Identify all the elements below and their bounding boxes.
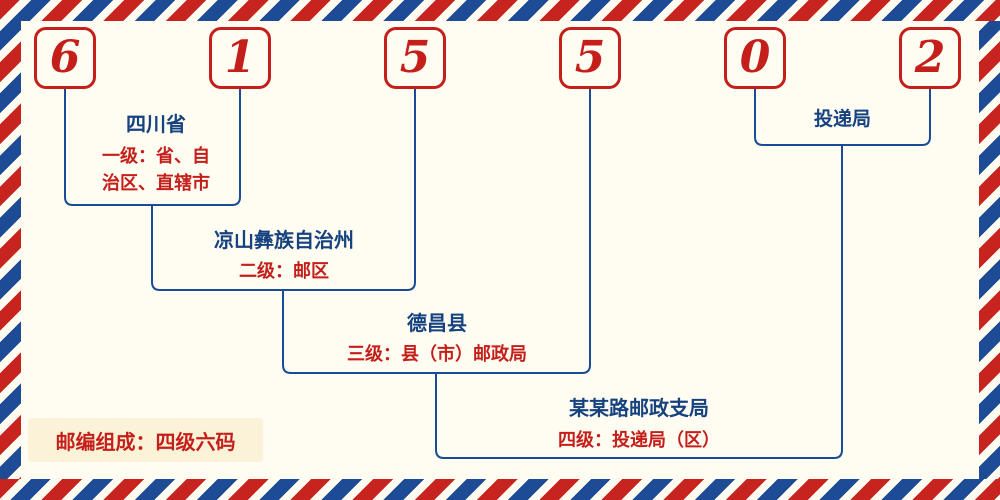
postal-digit-2: 1 <box>209 27 271 89</box>
postal-digit-6: 2 <box>899 27 961 89</box>
digit-value: 2 <box>914 32 946 83</box>
digit-value: 1 <box>224 32 256 83</box>
digit-value: 5 <box>399 32 431 83</box>
postal-digit-1: 6 <box>34 27 96 89</box>
level-3-name: 德昌县 <box>407 311 467 335</box>
level-2-name: 凉山彝族自治州 <box>214 228 354 252</box>
footer-note-box: 邮编组成：四级六码 <box>28 418 263 462</box>
footer-note-text: 邮编组成：四级六码 <box>55 429 236 454</box>
delivery-office-label: 投递局 <box>813 108 871 130</box>
airmail-border-top <box>0 0 1000 21</box>
level-4-description: 四级：投递局（区） <box>558 430 720 451</box>
level-3-description: 三级：县（市）邮政局 <box>347 344 527 365</box>
digit-value: 6 <box>49 32 81 83</box>
digit-value: 0 <box>739 32 771 83</box>
postal-digit-4: 5 <box>559 27 621 89</box>
airmail-border-left <box>0 0 21 500</box>
airmail-border-right <box>979 0 1000 500</box>
postal-digit-3: 5 <box>384 27 446 89</box>
level-2-description: 二级：邮区 <box>239 261 329 282</box>
airmail-border-bottom <box>0 479 1000 500</box>
digit-value: 5 <box>574 32 606 83</box>
level-1-description: 一级：省、自 治区、直辖市 <box>102 146 210 194</box>
level-4-name: 某某路邮政支局 <box>569 396 709 420</box>
level-1-name: 四川省 <box>126 112 186 136</box>
postal-digit-5: 0 <box>724 27 786 89</box>
